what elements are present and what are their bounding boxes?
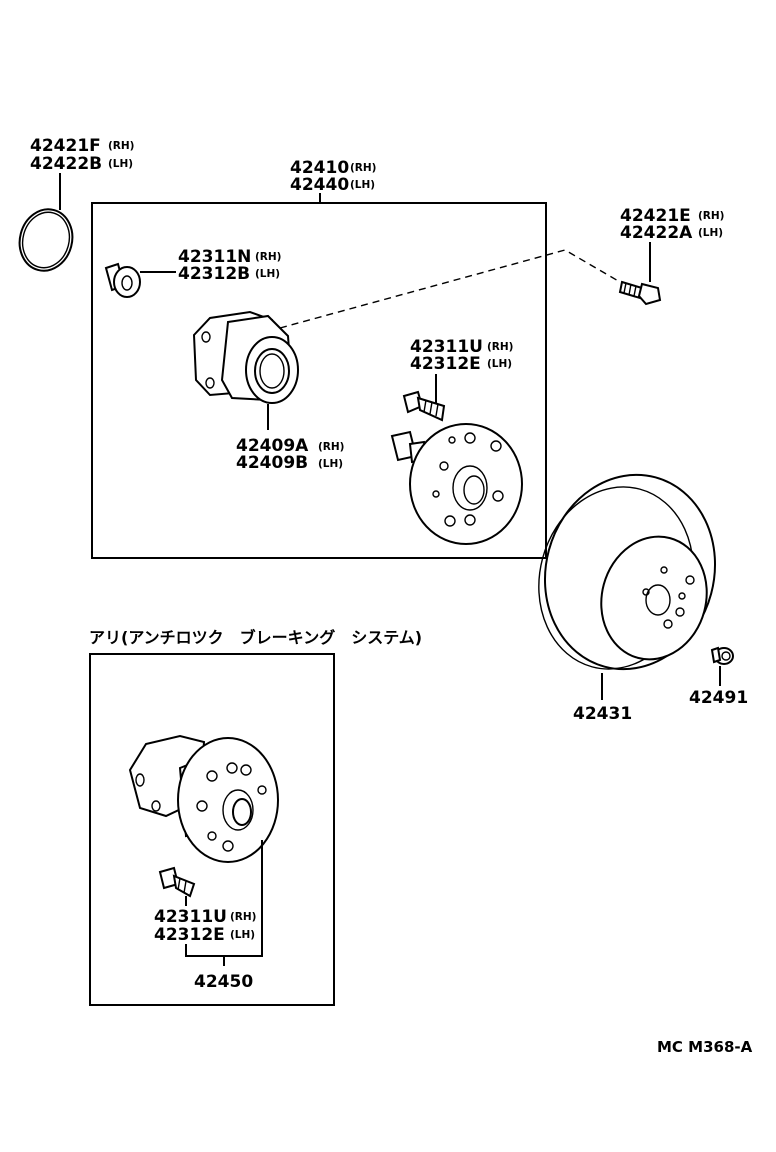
hub-stud-bolt[interactable] (402, 390, 446, 422)
bolt-label[interactable]: 42421E (RH) 42422A (LH) (620, 206, 724, 243)
bolt-lh-number: 42422A (620, 223, 693, 243)
bolt-dashed-leader (279, 249, 621, 329)
bearing-rh-number: 42409A (236, 436, 309, 456)
hub-assy-lh-number: 42440 (290, 175, 349, 195)
disc-part-number[interactable]: 42431 (573, 704, 632, 724)
abs-heading: アリ(アンチロツク ブレーキング システム) (89, 628, 422, 647)
bolt-rh-tag: (RH) (698, 210, 724, 222)
hub-assy-group-box (91, 202, 547, 559)
hub-stud-lh-number: 42312E (410, 354, 481, 374)
bolt-lh-tag: (LH) (698, 227, 723, 239)
nut-lh-tag: (LH) (255, 268, 280, 280)
hub-stud-lh-tag: (LH) (487, 358, 512, 370)
hub-assy-rh-number: 42410 (290, 158, 349, 178)
bearing-lh-tag: (LH) (318, 458, 343, 470)
axle-hub[interactable] (390, 423, 523, 545)
hub-assy-label[interactable]: 42410 (RH) 42440 (LH) (290, 158, 376, 195)
hub-stud-rh-number: 42311U (410, 337, 483, 357)
gasket-lh-tag: (LH) (108, 158, 133, 170)
nut-rh-number: 42311N (178, 247, 251, 267)
flange-bolt[interactable] (618, 280, 662, 306)
abs-stud-label[interactable]: 42311U (RH) 42312E (LH) (154, 907, 256, 945)
disc-screw-part-number[interactable]: 42491 (689, 688, 748, 708)
gasket-label[interactable]: 42421F (RH) 42422B (LH) (30, 136, 134, 174)
abs-hub-assembly[interactable] (128, 734, 279, 863)
hub-bearing[interactable] (192, 310, 299, 404)
hub-assy-lh-tag: (LH) (350, 179, 375, 191)
diagram-code: MC M368-A (657, 1038, 753, 1056)
gasket-o-ring[interactable] (13, 203, 79, 276)
bearing-label[interactable]: 42409A (RH) 42409B (LH) (236, 436, 344, 473)
gasket-o-ring-inner (21, 211, 71, 269)
bolt-rh-number: 42421E (620, 206, 691, 226)
nut-lh-number: 42312B (178, 264, 250, 284)
brake-disc[interactable] (519, 456, 737, 689)
bearing-rh-tag: (RH) (318, 441, 344, 453)
abs-hub-part-number[interactable]: 42450 (194, 972, 253, 992)
hub-stud-label[interactable]: 42311U (RH) 42312E (LH) (410, 337, 513, 374)
abs-stud-lh-tag: (LH) (230, 929, 255, 941)
hub-assy-rh-tag: (RH) (350, 162, 376, 174)
abs-group-box (89, 653, 335, 1006)
abs-hub-stud[interactable] (158, 866, 196, 898)
abs-stud-rh-number: 42311U (154, 907, 227, 927)
nut-label[interactable]: 42311N (RH) 42312B (LH) (178, 247, 281, 284)
abs-stud-rh-tag: (RH) (230, 911, 256, 923)
nut-rh-tag: (RH) (255, 251, 281, 263)
gasket-rh-number: 42421F (30, 136, 101, 156)
hub-stud-rh-tag: (RH) (487, 341, 513, 353)
disc-screw[interactable] (710, 646, 734, 665)
gasket-lh-number: 42422B (30, 154, 102, 174)
abs-stud-lh-number: 42312E (154, 925, 225, 945)
lock-nut[interactable] (104, 262, 141, 298)
gasket-rh-tag: (RH) (108, 140, 134, 152)
bearing-lh-number: 42409B (236, 453, 308, 473)
